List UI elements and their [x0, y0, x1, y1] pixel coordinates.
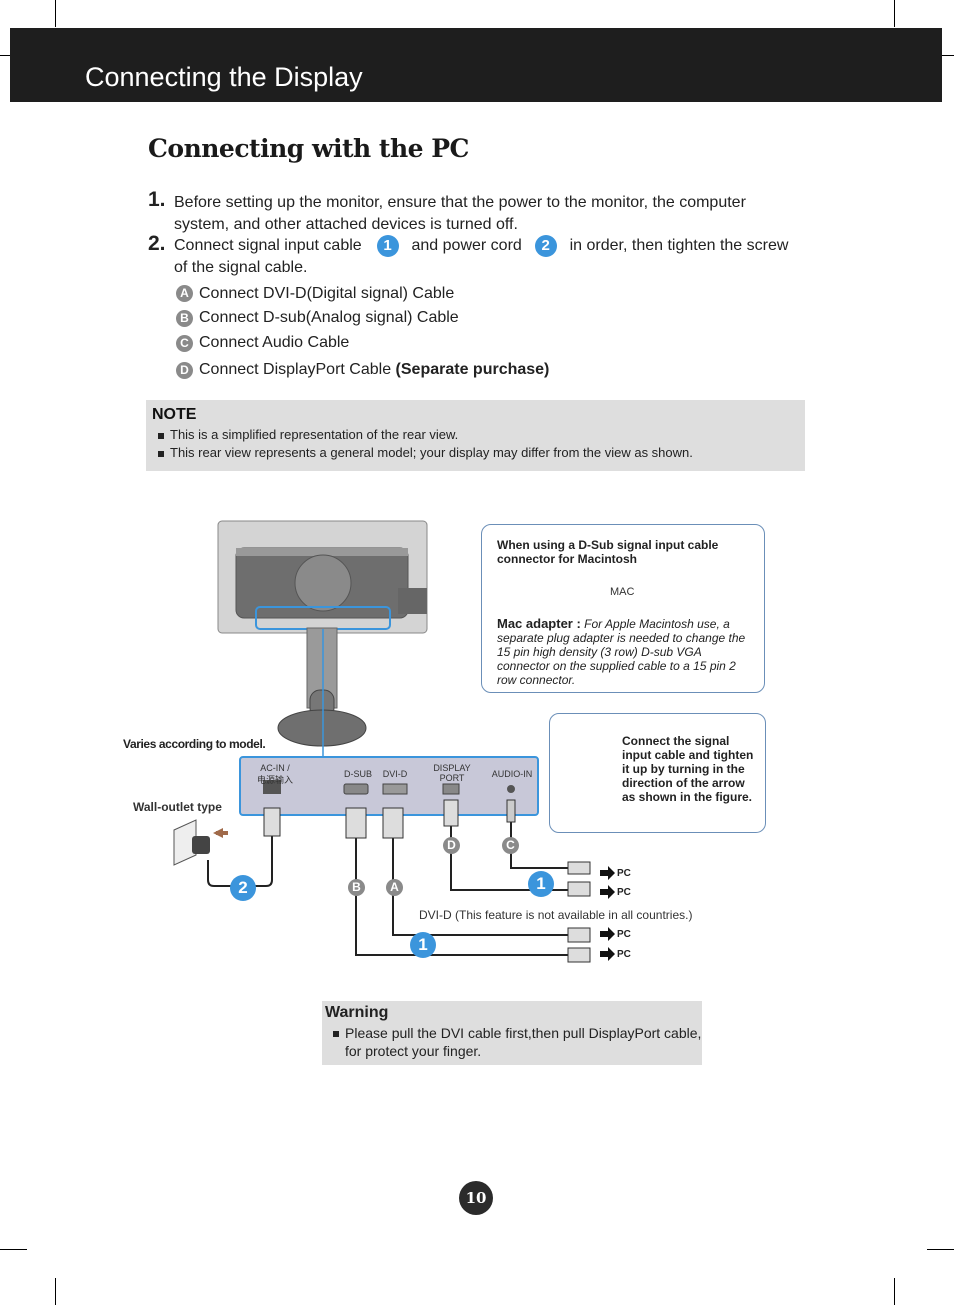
- letter-d-icon: D: [176, 362, 193, 379]
- varies-label: Varies according to model.: [123, 737, 266, 751]
- badge-1: 1: [376, 235, 399, 257]
- cable-d-marker: D: [443, 837, 460, 854]
- port-label-ac-line1: AC-IN /: [260, 763, 290, 773]
- port-label-ac-line2: 电源输入: [256, 775, 293, 785]
- port-label-displayport: DISPLAY PORT: [428, 763, 476, 783]
- crop-mark: [927, 1249, 954, 1250]
- header-title: Connecting the Display: [85, 62, 363, 92]
- cable-a-marker: A: [386, 879, 403, 896]
- note-box: [146, 400, 805, 471]
- monitor-back: [217, 520, 428, 747]
- mac-adapter-line: For Apple Macintosh use, a: [584, 617, 730, 631]
- crop-mark: [0, 1249, 27, 1250]
- sub-item-audio: Connect Audio Cable: [199, 334, 350, 351]
- crop-mark: [894, 1278, 895, 1305]
- mac-adapter-line: separate plug adapter is needed to chang…: [497, 631, 746, 645]
- step-1-line2: system, and other attached devices is tu…: [174, 216, 518, 233]
- letter-a-icon: A: [176, 285, 193, 302]
- step-2-text-c: in order, then tighten the screw: [569, 237, 789, 255]
- mac-panel-title-line1: When using a D-Sub signal input cable: [497, 538, 719, 552]
- port-label-dp-line1: DISPLAY: [433, 763, 471, 773]
- step-2-text: Connect signal input cable 1 and power c…: [174, 235, 814, 279]
- step-1-number: 1.: [148, 188, 166, 211]
- screw-instructions-text: Connect the signal input cable and tight…: [622, 734, 753, 804]
- signal-cable-badge: 1: [528, 871, 554, 897]
- note-line-text: This is a simplified representation of t…: [170, 427, 459, 442]
- wall-outlet-icon: [173, 819, 228, 866]
- cable-c-marker: C: [502, 837, 519, 854]
- mac-adapter-line: row connector.: [497, 673, 576, 687]
- pc-label: PC: [617, 949, 631, 960]
- mac-adapter-bold: Mac adapter :: [497, 616, 581, 631]
- header-bar: [10, 28, 942, 102]
- badge-2: 2: [534, 235, 557, 257]
- warning-line1: Please pull the DVI cable first,then pul…: [345, 1025, 702, 1041]
- mac-label: MAC: [610, 586, 635, 598]
- screw-instructions-panel: [549, 713, 766, 833]
- crop-mark: [55, 1278, 56, 1305]
- screw-line: direction of the arrow: [622, 776, 745, 790]
- signal-cable-badge: 1: [410, 932, 436, 958]
- warning-text: Please pull the DVI cable first,then pul…: [333, 1024, 701, 1060]
- step-1-line1: Before setting up the monitor, ensure th…: [174, 194, 746, 211]
- step-2-line2: of the signal cable.: [174, 259, 308, 277]
- step-2-text-a: Connect signal input cable: [174, 237, 362, 255]
- port-label-ac-in: AC-IN / 电源输入: [252, 763, 298, 786]
- mac-adapter-line: 15 pin high density (3 row) D-sub VGA: [497, 645, 702, 659]
- sub-item-displayport-text: Connect DisplayPort Cable: [199, 361, 392, 378]
- note-line: This rear view represents a general mode…: [158, 445, 693, 460]
- screw-line: it up by turning in the: [622, 762, 745, 776]
- mac-panel-title-line2: connector for Macintosh: [497, 552, 638, 566]
- crop-mark: [894, 0, 895, 27]
- sub-item-displayport-bold: (Separate purchase): [395, 361, 550, 378]
- port-label-dsub: D-SUB: [343, 769, 372, 779]
- sub-item-dsub: Connect D-sub(Analog signal) Cable: [199, 309, 459, 326]
- page-title: Connecting with the PC: [148, 134, 469, 163]
- warning-title: Warning: [325, 1004, 389, 1021]
- pc-label: PC: [617, 868, 631, 879]
- pc-label: PC: [617, 887, 631, 898]
- port-label-audio: AUDIO-IN: [491, 769, 533, 779]
- screw-line: Connect the signal: [622, 734, 730, 748]
- note-line-text: This rear view represents a general mode…: [170, 445, 693, 460]
- port-label-dp-line2: PORT: [439, 773, 465, 783]
- mac-panel-title: When using a D-Sub signal input cable co…: [497, 538, 718, 566]
- crop-mark: [55, 0, 56, 27]
- page-number: 10: [459, 1181, 493, 1215]
- dvi-note: DVI-D (This feature is not available in …: [419, 908, 693, 922]
- sub-item-dvi: Connect DVI-D(Digital signal) Cable: [199, 285, 455, 302]
- screw-line: input cable and tighten: [622, 748, 754, 762]
- step-2-number: 2.: [148, 232, 166, 255]
- letter-c-icon: C: [176, 335, 193, 352]
- warning-line2: for protect your finger.: [345, 1043, 482, 1059]
- warning-box: [322, 1001, 702, 1065]
- note-title: NOTE: [152, 406, 197, 423]
- note-line: This is a simplified representation of t…: [158, 427, 458, 442]
- mac-adapter-text: Mac adapter : For Apple Macintosh use, a…: [497, 616, 761, 688]
- step-2-text-b: and power cord: [411, 237, 522, 255]
- sub-item-displayport: Connect DisplayPort Cable (Separate purc…: [199, 361, 549, 379]
- mac-adapter-line: connector on the supplied cable to a 15 …: [497, 659, 736, 673]
- mac-adapter-panel: [481, 524, 765, 693]
- step-1-text: Before setting up the monitor, ensure th…: [174, 192, 746, 236]
- cable-b-marker: B: [348, 879, 365, 896]
- screw-line: as shown in the figure.: [622, 790, 753, 804]
- power-cord-badge: 2: [230, 875, 256, 901]
- letter-b-icon: B: [176, 310, 193, 327]
- pc-label: PC: [617, 929, 631, 940]
- port-label-dvid: DVI-D: [382, 769, 408, 779]
- wall-outlet-label: Wall-outlet type: [133, 800, 222, 814]
